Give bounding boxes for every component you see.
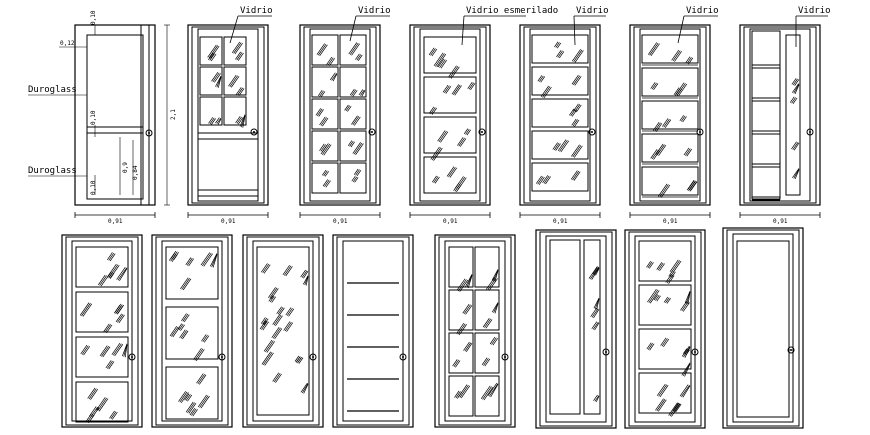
width-dimension: 0,91: [663, 218, 678, 225]
door-13: [535, 229, 617, 429]
width-dimension: 0,91: [553, 218, 568, 225]
width-dimension: 0,91: [773, 218, 788, 225]
top-gap-dimension: 0,10: [90, 10, 97, 25]
vidrio-label-door-3: Vidrio: [358, 6, 391, 16]
bottom-gap-dimension: 0,10: [90, 180, 97, 195]
frame-dimension: 0,12: [60, 40, 75, 47]
door-3: Vidrio 0,91: [299, 6, 391, 225]
width-dimension: 0,91: [333, 218, 348, 225]
duroglass-label-upper: Duroglass: [28, 85, 77, 95]
height-dimension: 2,1: [170, 109, 177, 120]
door-14: [624, 229, 706, 429]
vidrio-esmerilado-label: Vidrio esmerilado: [466, 6, 558, 16]
door-10: [242, 234, 324, 428]
door-4: Vidrio esmerilado 0,91: [409, 6, 558, 225]
lower-b-dimension: 0,84: [132, 165, 139, 180]
door-5: Vidrio 0,91: [519, 6, 609, 225]
width-dimension: 0,91: [221, 218, 236, 225]
door-8: [61, 234, 143, 428]
door-15: [722, 227, 804, 429]
duroglass-label-lower: Duroglass: [28, 166, 77, 176]
vidrio-label-door-7: Vidrio: [798, 6, 831, 16]
vidrio-label-door-5: Vidrio: [576, 6, 609, 16]
door-11: [332, 234, 414, 428]
width-dimension: 0,91: [443, 218, 458, 225]
mid-gap-dimension: 0,10: [90, 110, 97, 125]
door-12: [434, 234, 516, 428]
lower-dimension: 0,9: [122, 162, 129, 173]
vidrio-label-door-2: Vidrio: [240, 6, 273, 16]
door-7: Vidrio 0,91: [739, 6, 831, 225]
door-2: Vidrio 0,91: [187, 6, 273, 225]
vidrio-label-door-6: Vidrio: [686, 6, 719, 16]
door-9: [151, 234, 233, 428]
door-6: Vidrio 0,91: [629, 6, 719, 225]
width-dimension: 0,91: [108, 218, 123, 225]
